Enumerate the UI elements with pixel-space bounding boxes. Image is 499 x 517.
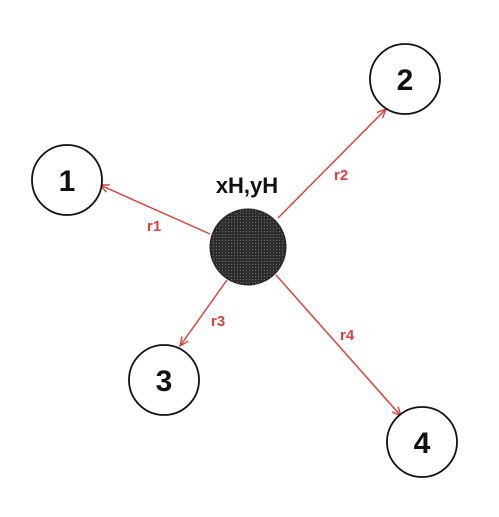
center-node-label: xH,yH: [216, 173, 278, 198]
node-4-label: 4: [414, 427, 431, 460]
center-node-circle: [209, 208, 287, 286]
edge-label-r2: r2: [334, 167, 348, 184]
edge-label-r1: r1: [147, 218, 161, 235]
node-3-label: 3: [156, 365, 173, 398]
edge-r3-line: [180, 279, 228, 346]
edge-r4-line: [275, 274, 401, 416]
node-3-circle: [128, 344, 200, 416]
node-2-label: 2: [397, 64, 414, 97]
edge-r1-line: [100, 185, 211, 235]
node-2: 2: [369, 43, 441, 115]
center-node: xH,yH: [209, 173, 287, 286]
node-2-circle: [369, 43, 441, 115]
node-1-circle: [31, 144, 103, 216]
node-3: 3: [128, 344, 200, 416]
edge-label-r3: r3: [211, 313, 225, 330]
node-1: 1: [31, 144, 103, 216]
edge-labels: r1 r2 r3 r4: [147, 167, 355, 344]
node-1-label: 1: [59, 165, 76, 198]
edge-r2-line: [277, 109, 386, 219]
node-4: 4: [386, 406, 458, 478]
edges: [100, 109, 401, 416]
node-4-circle: [386, 406, 458, 478]
edge-label-r4: r4: [340, 327, 355, 344]
